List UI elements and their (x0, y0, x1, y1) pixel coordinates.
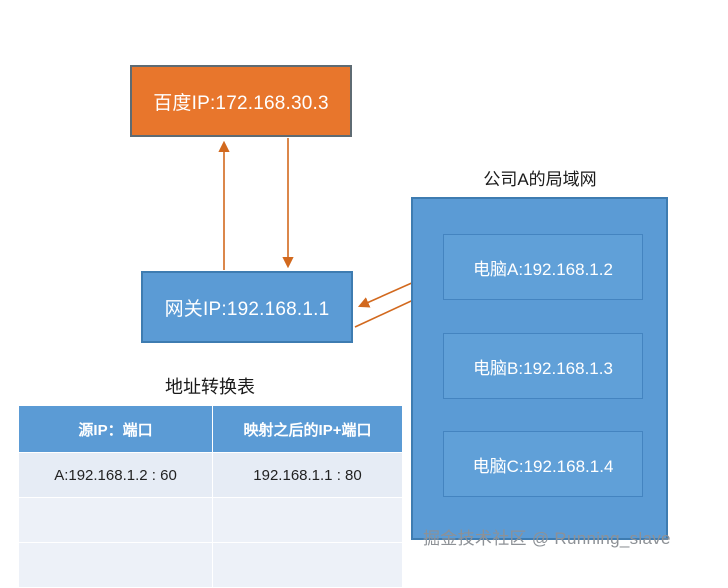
table-row[interactable] (18, 497, 403, 543)
node-computer-b[interactable]: 电脑B:192.168.1.3 (443, 333, 643, 399)
node-lan-container[interactable]: 电脑A:192.168.1.2 电脑B:192.168.1.3 电脑C:192.… (411, 197, 668, 540)
nat-table-title: 地址转换表 (165, 377, 255, 397)
external-server-label: 百度IP:172.168.30.3 (153, 92, 329, 114)
computer-a-label: 电脑A:192.168.1.2 (473, 259, 613, 279)
node-external-server[interactable]: 百度IP:172.168.30.3 (130, 65, 352, 137)
nat-cell-mapped-2 (212, 542, 403, 588)
nat-cell-source-2 (18, 542, 213, 588)
table-row[interactable]: A:192.168.1.2 : 60 192.168.1.1 : 80 (18, 452, 403, 498)
nat-table-header-mapped-ip: 映射之后的IP+端口 (212, 405, 403, 453)
gateway-label: 网关IP:192.168.1.1 (164, 298, 330, 320)
diagram-canvas: 百度IP:172.168.30.3 网关IP:192.168.1.1 公司A的局… (18, 65, 671, 588)
nat-cell-mapped-0: 192.168.1.1 : 80 (212, 452, 403, 498)
computer-c-label: 电脑C:192.168.1.4 (472, 456, 614, 476)
nat-cell-source-0: A:192.168.1.2 : 60 (18, 452, 213, 498)
nat-table: 源IP：端口 映射之后的IP+端口 A:192.168.1.2 : 60 192… (18, 405, 403, 588)
table-row[interactable] (18, 542, 403, 588)
watermark: 掘金技术社区 @ Running_slave (423, 529, 671, 548)
nat-table-header-source-ip: 源IP：端口 (18, 405, 213, 453)
node-computer-a[interactable]: 电脑A:192.168.1.2 (443, 234, 643, 300)
node-gateway[interactable]: 网关IP:192.168.1.1 (141, 271, 353, 343)
node-computer-c[interactable]: 电脑C:192.168.1.4 (443, 431, 643, 497)
nat-table-header-row: 源IP：端口 映射之后的IP+端口 (18, 405, 403, 453)
lan-title: 公司A的局域网 (483, 170, 597, 189)
nat-cell-mapped-1 (212, 497, 403, 543)
computer-b-label: 电脑B:192.168.1.3 (473, 358, 613, 378)
nat-cell-source-1 (18, 497, 213, 543)
